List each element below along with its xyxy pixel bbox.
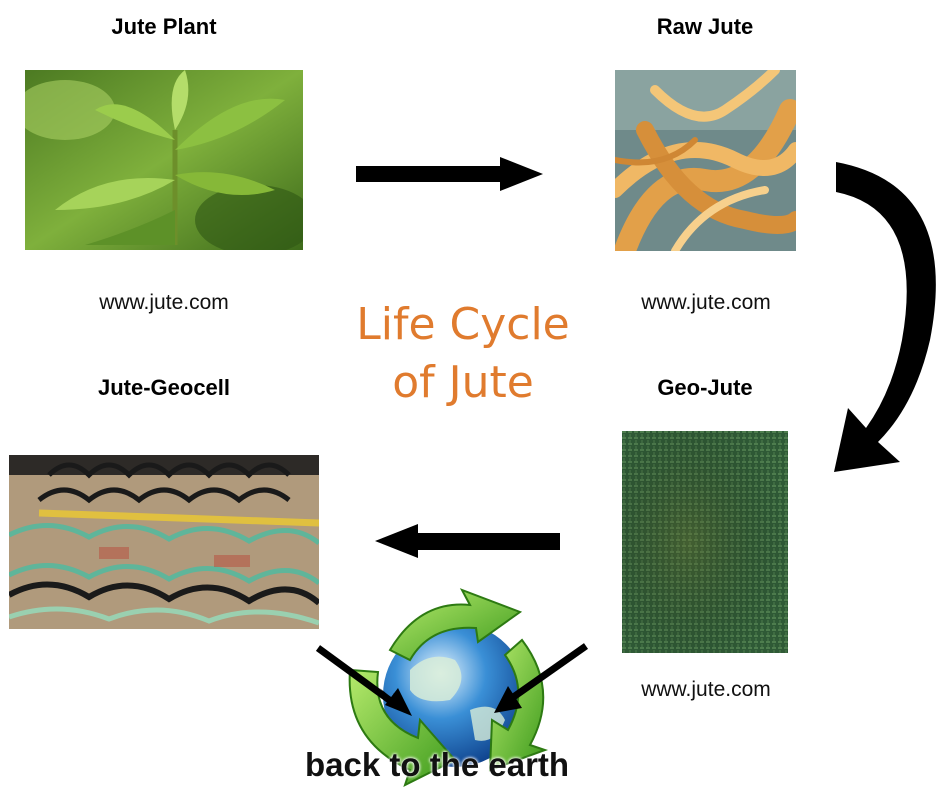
arrow-right-icon (356, 157, 543, 191)
footer-caption: back to the earth (305, 746, 569, 784)
arrow-left-icon (375, 524, 560, 558)
curved-arrow-down-icon (834, 162, 936, 472)
